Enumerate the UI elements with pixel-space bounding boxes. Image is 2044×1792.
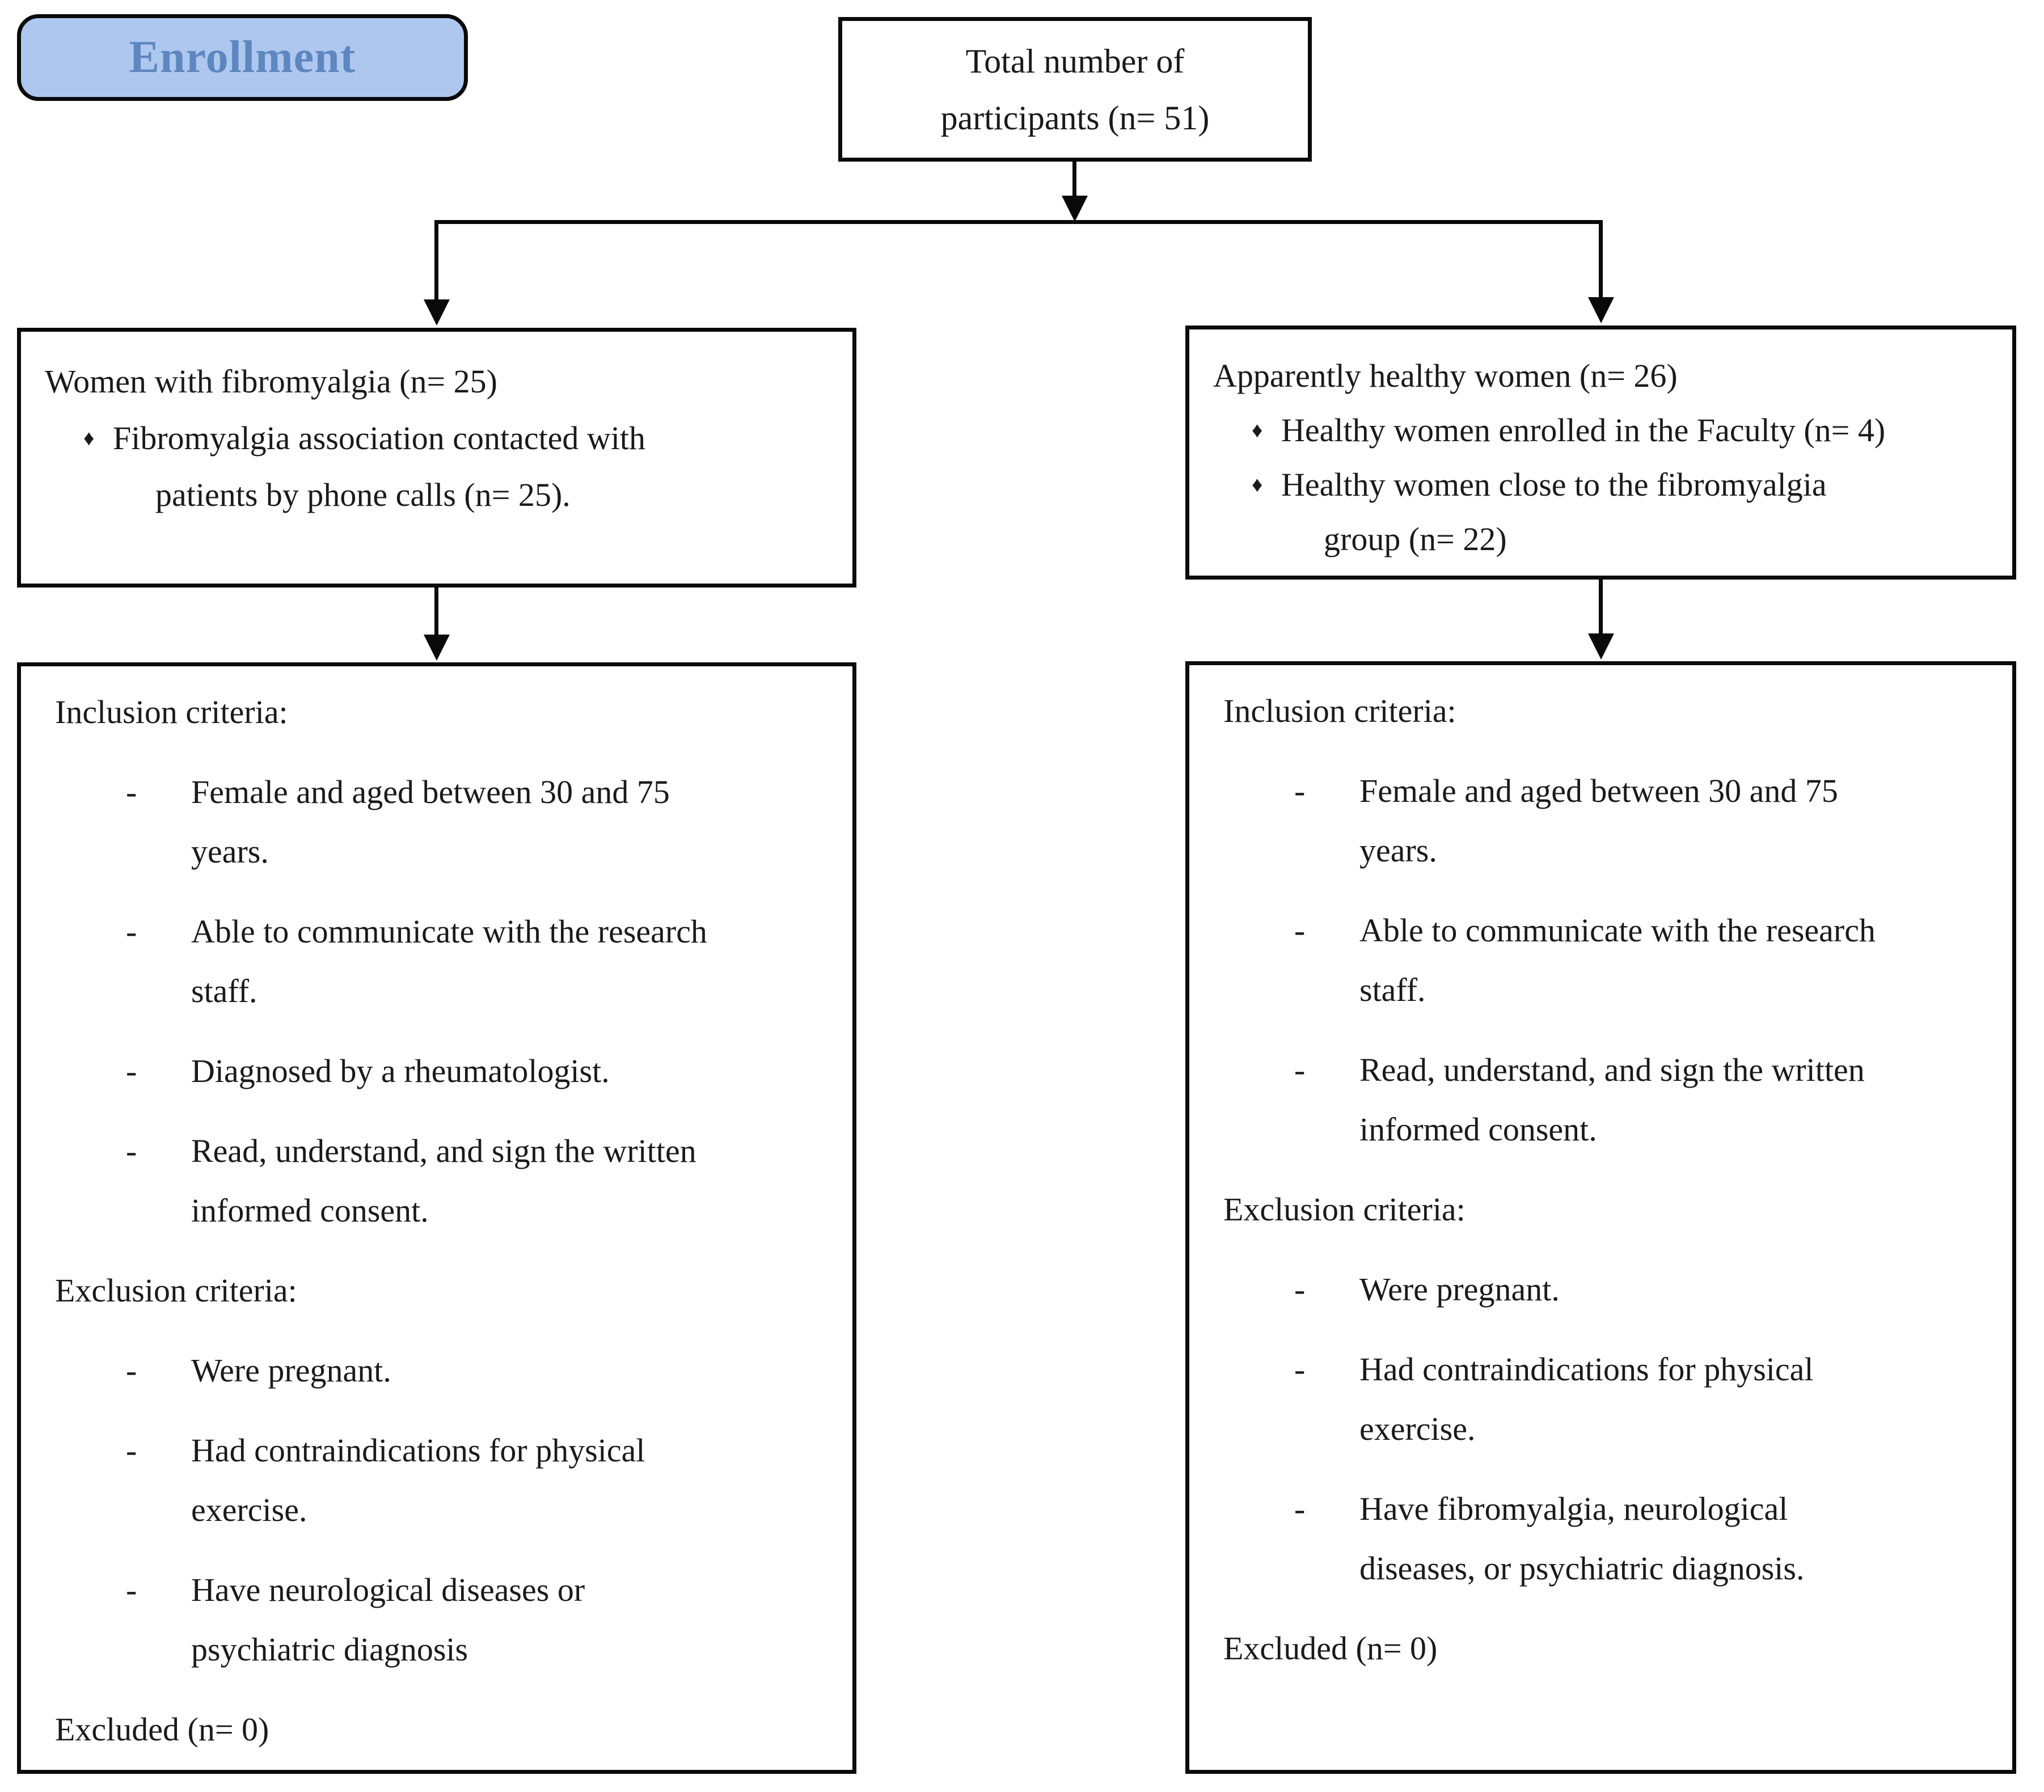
list-item: - Had contraindications for physical exe… bbox=[21, 1421, 838, 1540]
exclusion-criteria-header: Exclusion criteria: bbox=[55, 1272, 297, 1309]
connector-right-mid bbox=[1599, 580, 1603, 634]
dash-bullet: - bbox=[126, 913, 137, 950]
list-item: ♦ Healthy women enrolled in the Faculty … bbox=[1213, 403, 1999, 458]
dash-bullet: - bbox=[1294, 1271, 1306, 1308]
arrowhead-down-icon bbox=[1588, 297, 1614, 323]
dash-bullet: - bbox=[126, 774, 137, 810]
arrowhead-down-icon bbox=[424, 299, 450, 326]
dash-bullet: - bbox=[1294, 1351, 1306, 1388]
list-item: - Able to communicate with the research … bbox=[1189, 901, 2001, 1020]
connector-split-horizontal bbox=[434, 220, 1603, 224]
list-item-line: Had contraindications for physical bbox=[1359, 1351, 1814, 1388]
excluded-count: Excluded (n= 0) bbox=[55, 1711, 269, 1748]
list-item-line: staff. bbox=[191, 973, 257, 1009]
total-participants-line1: Total number of bbox=[965, 42, 1185, 80]
total-participants-box: Total number of participants (n= 51) bbox=[838, 17, 1312, 162]
list-item-line: Have fibromyalgia, neurological bbox=[1359, 1490, 1788, 1527]
connector-right-drop bbox=[1599, 220, 1603, 299]
list-item-line: Were pregnant. bbox=[1359, 1271, 1560, 1308]
list-item: - Female and aged between 30 and 75 year… bbox=[21, 762, 838, 881]
list-item: - Able to communicate with the research … bbox=[21, 902, 838, 1021]
dash-bullet: - bbox=[126, 1053, 137, 1089]
inclusion-criteria-header: Inclusion criteria: bbox=[1223, 692, 1456, 729]
arrowhead-down-icon bbox=[1062, 196, 1088, 222]
list-item: - Have neurological diseases or psychiat… bbox=[21, 1560, 838, 1679]
list-item-line: exercise. bbox=[191, 1491, 307, 1528]
fibromyalgia-group-box: Women with fibromyalgia (n= 25) ♦ Fibrom… bbox=[17, 328, 856, 588]
fibromyalgia-group-title: Women with fibromyalgia (n= 25) bbox=[45, 363, 497, 400]
list-item-line: Healthy women enrolled in the Faculty (n… bbox=[1281, 412, 1886, 449]
list-item-line: Able to communicate with the research bbox=[191, 913, 707, 950]
total-participants-line2: participants (n= 51) bbox=[940, 99, 1210, 137]
list-item: - Were pregnant. bbox=[1189, 1260, 2001, 1319]
list-item-line: psychiatric diagnosis bbox=[191, 1631, 468, 1668]
list-item: - Read, understand, and sign the written… bbox=[1189, 1040, 2001, 1159]
dash-bullet: - bbox=[1294, 1051, 1306, 1088]
diamond-bullet-icon: ♦ bbox=[1252, 419, 1263, 442]
list-item-line: Read, understand, and sign the written bbox=[1359, 1051, 1865, 1088]
dash-bullet: - bbox=[1294, 912, 1306, 949]
list-item-line: group (n= 22) bbox=[1324, 521, 1507, 557]
dash-bullet: - bbox=[126, 1132, 137, 1169]
dash-bullet: - bbox=[1294, 772, 1306, 809]
list-item-line: Fibromyalgia association contacted with bbox=[113, 420, 646, 457]
arrowhead-down-icon bbox=[1588, 633, 1614, 660]
enrollment-stage-label: Enrollment bbox=[129, 32, 356, 82]
fibromyalgia-criteria-box: Inclusion criteria: - Female and aged be… bbox=[17, 662, 856, 1774]
list-item-line: informed consent. bbox=[1359, 1111, 1597, 1148]
list-item-line: diseases, or psychiatric diagnosis. bbox=[1359, 1550, 1805, 1587]
list-item-line: years. bbox=[1359, 832, 1437, 869]
list-item-line: Have neurological diseases or bbox=[191, 1571, 585, 1608]
list-item: - Read, understand, and sign the written… bbox=[21, 1121, 838, 1240]
list-item-line: Female and aged between 30 and 75 bbox=[1359, 772, 1838, 809]
dash-bullet: - bbox=[126, 1432, 137, 1469]
healthy-group-title: Apparently healthy women (n= 26) bbox=[1213, 357, 1678, 394]
list-item: - Had contraindications for physical exe… bbox=[1189, 1339, 2001, 1459]
inclusion-criteria-header: Inclusion criteria: bbox=[55, 694, 288, 730]
list-item: - Diagnosed by a rheumatologist. bbox=[21, 1041, 838, 1101]
list-item: ♦ Healthy women close to the fibromyalgi… bbox=[1213, 458, 1999, 567]
dash-bullet: - bbox=[126, 1571, 137, 1608]
list-item: - Have fibromyalgia, neurological diseas… bbox=[1189, 1479, 2001, 1598]
list-item-line: patients by phone calls (n= 25). bbox=[155, 476, 571, 513]
dash-bullet: - bbox=[1294, 1490, 1306, 1527]
connector-left-drop bbox=[434, 220, 438, 301]
diamond-bullet-icon: ♦ bbox=[83, 426, 95, 450]
enrollment-stage-badge: Enrollment bbox=[17, 14, 468, 101]
list-item-line: informed consent. bbox=[191, 1192, 429, 1229]
healthy-group-box: Apparently healthy women (n= 26) ♦ Healt… bbox=[1185, 326, 2016, 580]
list-item-line: Had contraindications for physical bbox=[191, 1432, 645, 1469]
list-item-line: Were pregnant. bbox=[191, 1352, 391, 1389]
list-item-line: Able to communicate with the research bbox=[1359, 912, 1876, 949]
list-item-line: years. bbox=[191, 833, 269, 870]
list-item-line: Diagnosed by a rheumatologist. bbox=[191, 1053, 610, 1089]
healthy-criteria-box: Inclusion criteria: - Female and aged be… bbox=[1185, 661, 2016, 1774]
connector-center-drop bbox=[1072, 162, 1076, 197]
list-item-line: exercise. bbox=[1359, 1410, 1476, 1447]
list-item: - Female and aged between 30 and 75 year… bbox=[1189, 761, 2001, 880]
list-item: - Were pregnant. bbox=[21, 1341, 838, 1400]
list-item-line: Female and aged between 30 and 75 bbox=[191, 774, 670, 810]
connector-left-mid bbox=[434, 588, 438, 636]
list-item: ♦ Fibromyalgia association contacted wit… bbox=[45, 410, 835, 523]
list-item-line: Read, understand, and sign the written bbox=[191, 1132, 696, 1169]
diamond-bullet-icon: ♦ bbox=[1252, 473, 1263, 497]
exclusion-criteria-header: Exclusion criteria: bbox=[1223, 1191, 1466, 1228]
list-item-line: staff. bbox=[1359, 971, 1426, 1008]
list-item-line: Healthy women close to the fibromyalgia bbox=[1281, 466, 1827, 503]
dash-bullet: - bbox=[126, 1352, 137, 1389]
arrowhead-down-icon bbox=[424, 635, 450, 661]
excluded-count: Excluded (n= 0) bbox=[1223, 1630, 1438, 1667]
